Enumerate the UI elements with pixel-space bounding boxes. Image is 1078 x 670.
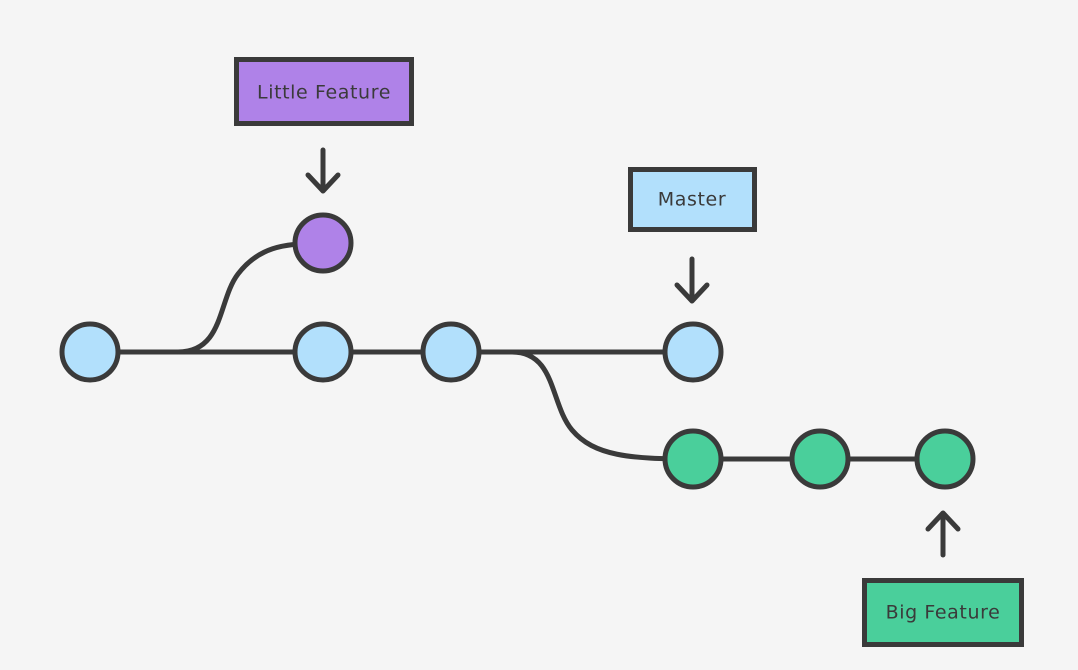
arrow-down-little-feature-icon [305,147,341,194]
branch-label-text-big-feature: Big Feature [886,602,1001,624]
branch-label-text-master: Master [658,189,727,211]
commit-node-master-4[interactable] [662,321,724,383]
arrow-up-big-feature-icon [925,510,961,558]
commit-node-master-3[interactable] [420,321,482,383]
branch-label-box-big-feature [862,578,1024,647]
branch-label-little-feature[interactable]: Little Feature [234,57,414,126]
branch-label-box-master [628,167,757,232]
commit-node-little-feature-1[interactable] [292,212,354,274]
labels-layer: Little Feature Master Big Feature [234,57,1024,647]
commit-node-master-2[interactable] [292,321,354,383]
commit-nodes-layer [59,212,976,490]
arrows-layer [305,147,961,558]
commit-node-big-feature-3[interactable] [914,428,976,490]
branch-label-master[interactable]: Master [628,167,757,232]
commit-node-big-feature-2[interactable] [789,428,851,490]
branch-label-text-little-feature: Little Feature [257,82,391,104]
arrow-down-master-icon [674,256,710,304]
branch-label-box-little-feature [234,57,414,126]
edge-big-feature-branch [509,349,696,462]
edge-little-feature-branch [175,240,326,355]
commit-node-big-feature-1[interactable] [662,428,724,490]
branch-label-big-feature[interactable]: Big Feature [862,578,1024,647]
edges-layer [90,240,945,462]
commit-node-master-1[interactable] [59,321,121,383]
